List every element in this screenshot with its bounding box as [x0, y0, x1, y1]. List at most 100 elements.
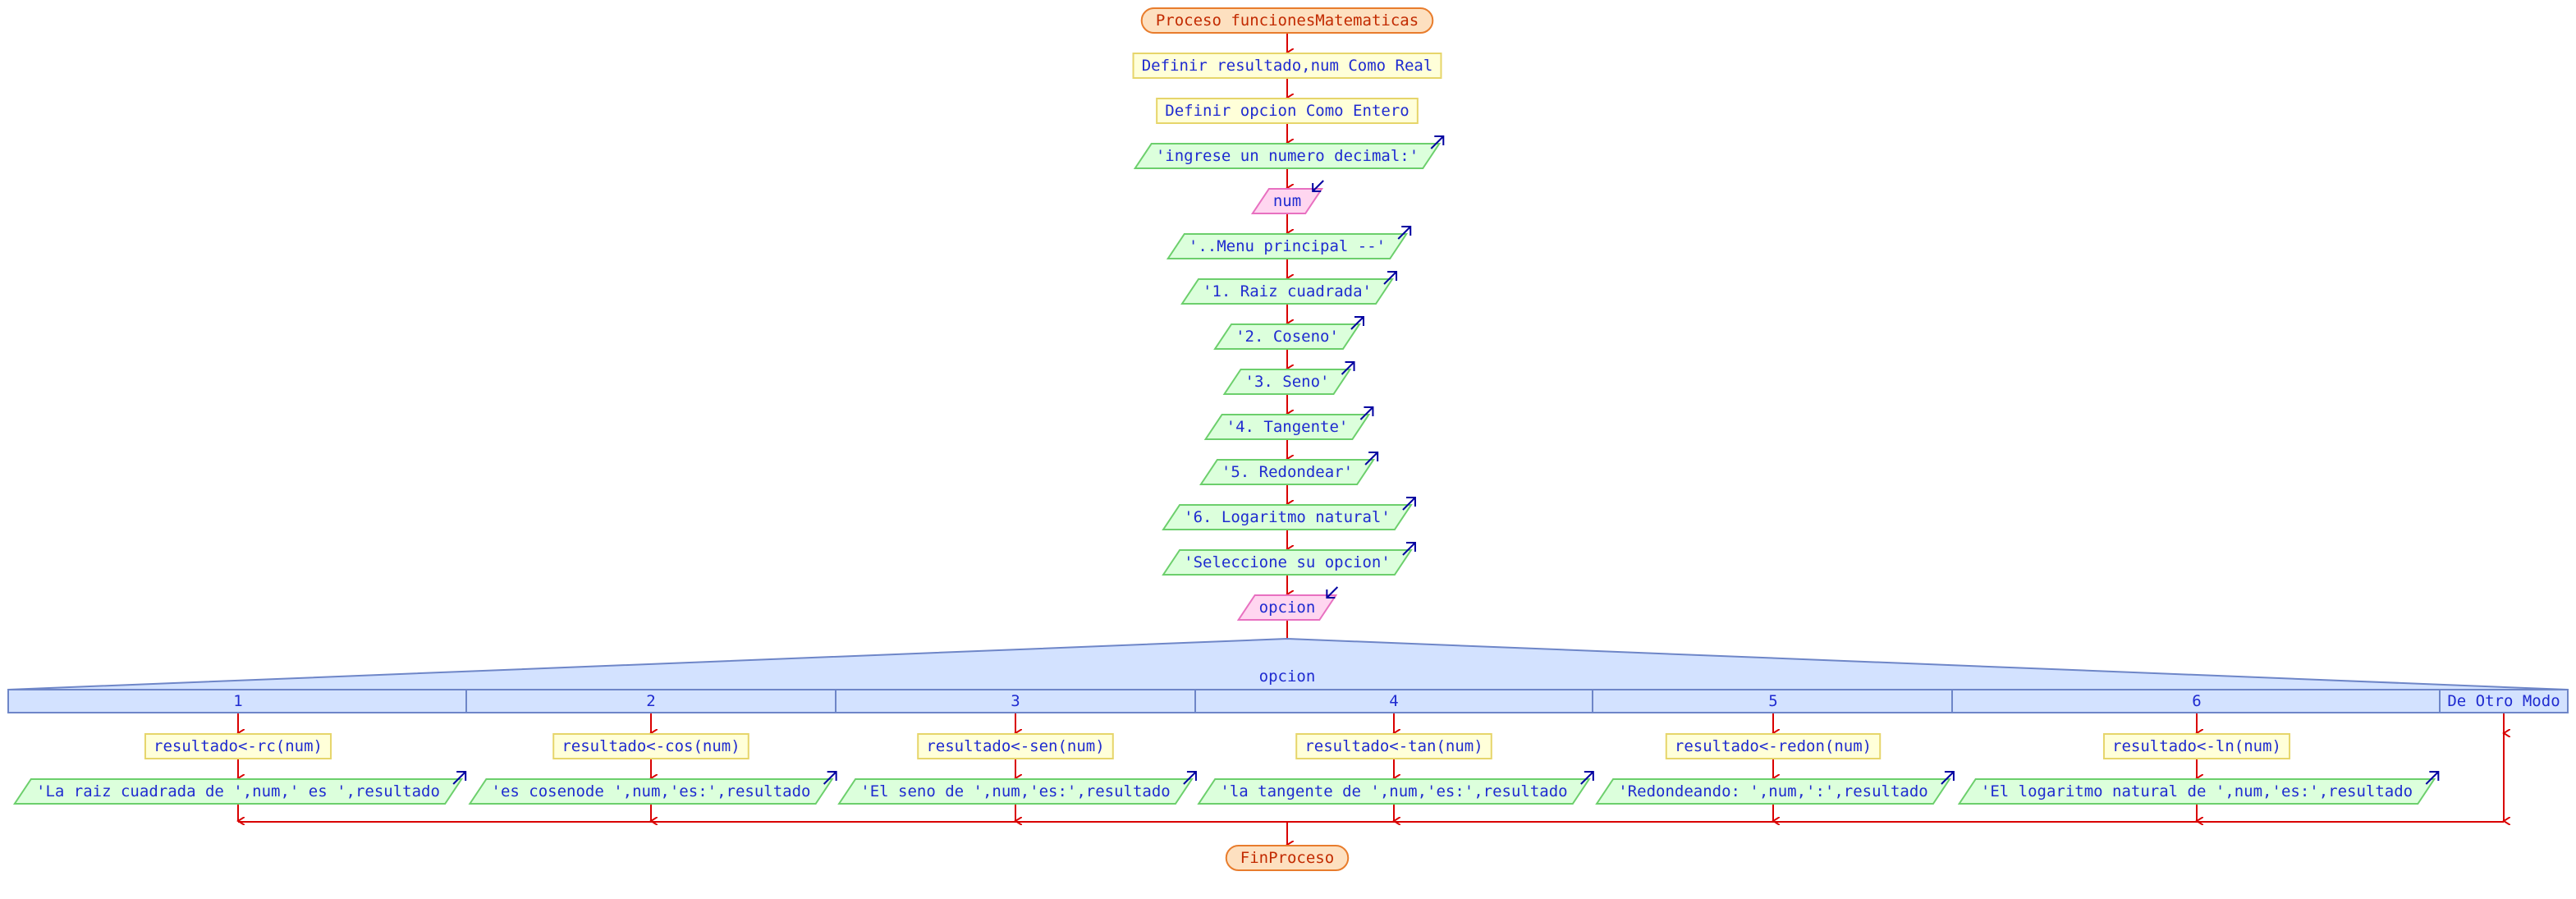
- output-shape: [1213, 323, 1361, 350]
- output-arrow-icon: [1383, 271, 1398, 285]
- case-5-assign-label: resultado<-redon(num): [1675, 737, 1872, 755]
- output-shape: [12, 778, 464, 805]
- step-1: Definir resultado,num Como Real: [1132, 53, 1442, 79]
- case-5-output: 'Redondeando: ',num,':',resultado: [1595, 778, 1951, 805]
- case-6-assign-label: resultado<-ln(num): [2112, 737, 2281, 755]
- case-4-assign: resultado<-tan(num): [1295, 733, 1492, 759]
- case-4-assign-label: resultado<-tan(num): [1304, 737, 1483, 755]
- step-6: '1. Raiz cuadrada': [1180, 278, 1394, 305]
- step-8-label: '3. Seno': [1245, 373, 1330, 391]
- end-terminal-label: FinProceso: [1240, 849, 1334, 867]
- case-2-output: 'es cosenode ',num,'es:',resultado: [468, 778, 834, 805]
- output-shape: [1162, 549, 1413, 576]
- output-shape: [1222, 369, 1352, 395]
- case-label-3: 3: [1011, 692, 1020, 710]
- step-4-label: num: [1273, 192, 1301, 210]
- step-5: '..Menu principal --': [1166, 233, 1409, 259]
- output-arrow-icon: [1580, 771, 1594, 785]
- step-5-label: '..Menu principal --': [1189, 237, 1386, 255]
- process-shape: [1156, 98, 1419, 124]
- case-1-output-label: 'La raiz cuadrada de ',num,' es ',result…: [36, 782, 440, 800]
- end-terminal: FinProceso: [1225, 845, 1350, 871]
- output-arrow-icon: [1402, 497, 1416, 511]
- output-arrow-icon: [1941, 771, 1955, 785]
- case-label-6: 6: [2192, 692, 2201, 710]
- case-3-assign: resultado<-sen(num): [917, 733, 1114, 759]
- step-10-label: '5. Redondear': [1222, 463, 1353, 481]
- terminal-shape: [1140, 7, 1434, 34]
- input-arrow-icon: [1312, 180, 1324, 192]
- output-shape: [1595, 778, 1951, 805]
- output-shape: [1166, 233, 1409, 259]
- output-arrow-icon: [452, 771, 467, 785]
- output-arrow-icon: [823, 771, 837, 785]
- step-11: '6. Logaritmo natural': [1162, 504, 1413, 530]
- output-shape: [1203, 414, 1371, 440]
- case-3-output: 'El seno de ',num,'es:',resultado: [837, 778, 1194, 805]
- step-13-label: opcion: [1259, 599, 1316, 617]
- switch-variable-label: opcion: [1259, 667, 1316, 686]
- output-arrow-icon: [1359, 406, 1374, 420]
- start-terminal: Proceso funcionesMatematicas: [1140, 7, 1434, 34]
- output-shape: [1197, 778, 1591, 805]
- step-12-label: 'Seleccione su opcion': [1184, 553, 1391, 571]
- output-shape: [1180, 278, 1394, 305]
- output-arrow-icon: [1402, 542, 1416, 556]
- case-5-assign: resultado<-redon(num): [1665, 733, 1882, 759]
- case-2-assign: resultado<-cos(num): [552, 733, 749, 759]
- output-arrow-icon: [1430, 135, 1445, 149]
- switch-case-row: [7, 689, 2569, 713]
- case-5-output-label: 'Redondeando: ',num,':',resultado: [1618, 782, 1928, 800]
- step-6-label: '1. Raiz cuadrada': [1203, 282, 1372, 300]
- case-label-2: 2: [646, 692, 655, 710]
- switch-block: opcion 1 2 3 4 5 6 De Otro Modo: [7, 637, 2569, 713]
- case-6-assign: resultado<-ln(num): [2102, 733, 2291, 759]
- step-2-label: Definir opcion Como Entero: [1165, 102, 1409, 120]
- process-shape: [1132, 53, 1442, 79]
- step-9-label: '4. Tangente': [1226, 418, 1349, 436]
- output-shape: [1199, 459, 1376, 485]
- case-3-assign-label: resultado<-sen(num): [926, 737, 1104, 755]
- step-7-label: '2. Coseno': [1235, 328, 1339, 346]
- case-2-assign-label: resultado<-cos(num): [561, 737, 740, 755]
- output-arrow-icon: [1350, 316, 1364, 330]
- case-1-assign: resultado<-rc(num): [144, 733, 332, 759]
- output-arrow-icon: [1341, 361, 1355, 375]
- case-4-output-label: 'la tangente de ',num,'es:',resultado: [1220, 782, 1567, 800]
- step-13: opcion: [1236, 594, 1338, 621]
- terminal-shape: [1225, 845, 1350, 871]
- case-label-1: 1: [233, 692, 242, 710]
- step-1-label: Definir resultado,num Como Real: [1142, 57, 1433, 75]
- case-6-output-label: 'El logaritmo natural de ',num,'es:',res…: [1981, 782, 2413, 800]
- output-shape: [1162, 504, 1413, 530]
- step-11-label: '6. Logaritmo natural': [1184, 508, 1391, 526]
- step-9: '4. Tangente': [1203, 414, 1371, 440]
- process-shape: [917, 733, 1114, 759]
- output-shape: [837, 778, 1194, 805]
- output-arrow-icon: [1364, 452, 1379, 466]
- step-3: 'ingrese un numero decimal:': [1133, 143, 1442, 169]
- case-1-output: 'La raiz cuadrada de ',num,' es ',result…: [12, 778, 464, 805]
- flow-lines: [238, 33, 2504, 845]
- case-label-4: 4: [1389, 692, 1398, 710]
- step-3-label: 'ingrese un numero decimal:': [1156, 147, 1419, 165]
- output-arrow-icon: [2425, 771, 2440, 785]
- output-arrow-icon: [1397, 226, 1412, 240]
- case-label-5: 5: [1768, 692, 1777, 710]
- input-arrow-icon: [1326, 586, 1339, 599]
- output-arrow-icon: [1183, 771, 1197, 785]
- process-shape: [1295, 733, 1492, 759]
- case-3-output-label: 'El seno de ',num,'es:',resultado: [860, 782, 1171, 800]
- step-2: Definir opcion Como Entero: [1156, 98, 1419, 124]
- step-10: '5. Redondear': [1199, 459, 1376, 485]
- step-4: num: [1250, 188, 1324, 214]
- step-7: '2. Coseno': [1213, 323, 1361, 350]
- case-6-output: 'El logaritmo natural de ',num,'es:',res…: [1957, 778, 2436, 805]
- process-shape: [552, 733, 749, 759]
- input-shape: [1236, 594, 1338, 621]
- output-shape: [468, 778, 834, 805]
- case-1-assign-label: resultado<-rc(num): [154, 737, 323, 755]
- case-label-default: De Otro Modo: [2447, 692, 2560, 710]
